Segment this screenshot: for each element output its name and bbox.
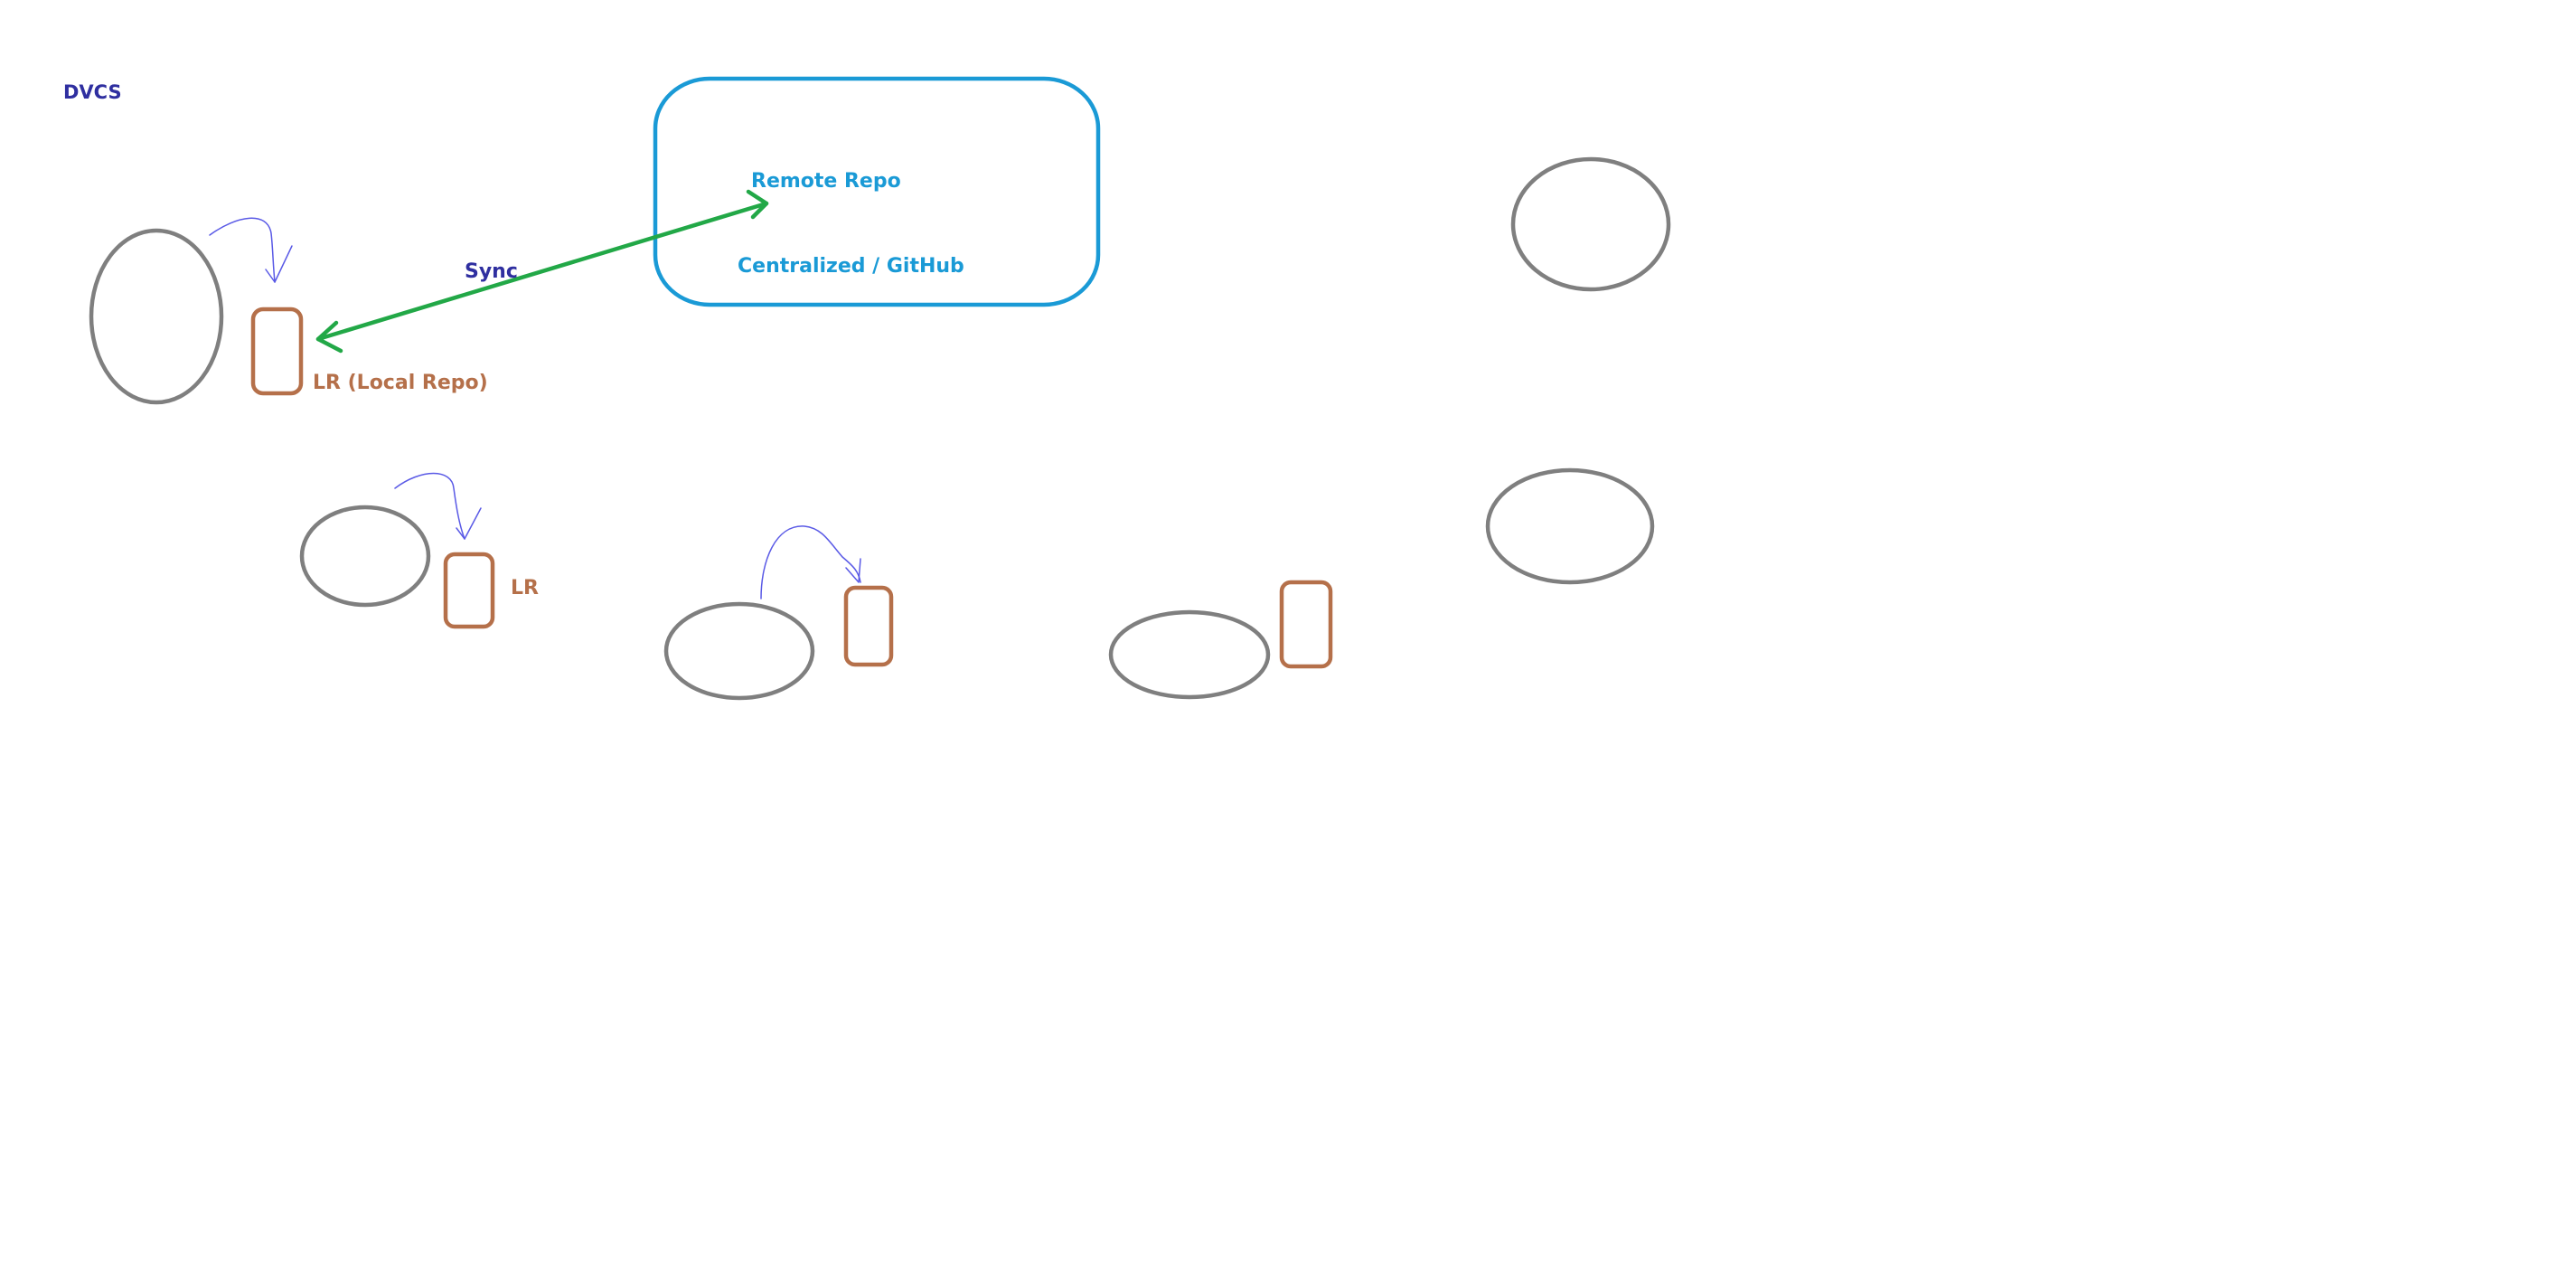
commit-arrow-1 [209, 217, 293, 283]
local-repo-box-1 [250, 307, 304, 396]
local-repo-box-2 [443, 552, 495, 629]
remote-repo-sublabel: Centralized / GitHub [738, 255, 964, 278]
developer-circle-2 [299, 505, 431, 608]
developer-circle-3 [663, 601, 815, 701]
developer-circle-5 [1510, 156, 1671, 292]
local-repo-box-4 [1279, 580, 1333, 669]
developer-circle-6 [1485, 467, 1655, 585]
commit-arrow-2 [394, 472, 482, 540]
sync-arrow-head-remote [746, 189, 769, 220]
local-repo-label-2: LR [511, 577, 539, 599]
local-repo-label-1: LR (Local Repo) [313, 372, 488, 394]
developer-circle-4 [1108, 609, 1271, 700]
sync-arrow-line [315, 201, 769, 342]
sync-arrow [315, 189, 769, 354]
sync-arrow-head-local [315, 320, 343, 354]
local-repo-box-3 [843, 585, 894, 667]
remote-repo-label: Remote Repo [751, 170, 901, 193]
diagram-title: DVCS [63, 81, 122, 103]
commit-arrow-3 [760, 525, 861, 599]
remote-repo-box [653, 76, 1101, 307]
sync-label: Sync [465, 260, 518, 283]
developer-circle-1 [89, 228, 224, 405]
